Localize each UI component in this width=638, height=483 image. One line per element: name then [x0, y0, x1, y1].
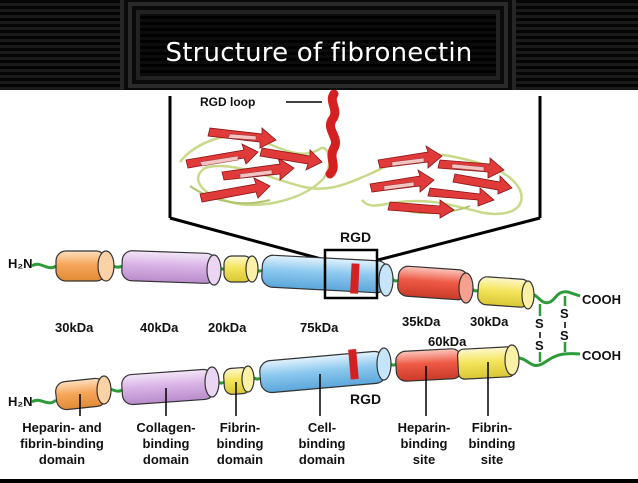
domain-2-line1: Collagen- [136, 420, 195, 435]
domain-4-line3: domain [299, 452, 345, 467]
domain-4-line2: binding [299, 436, 346, 451]
domain-3-line3: domain [217, 452, 263, 467]
mass-label-2: 40kDa [140, 320, 179, 335]
n-terminus-bottom: H₂N [8, 394, 33, 409]
segment-75kda-blue [261, 254, 394, 297]
bottom-segment-blue [259, 347, 392, 394]
domain-pointers [79, 362, 489, 416]
rgd-band-top [350, 263, 360, 294]
sulfur-1: S [535, 316, 544, 331]
segment-30kda-orange [55, 250, 115, 282]
sulfur-3: S [560, 306, 569, 321]
domain-2-line3: domain [143, 452, 189, 467]
domain-5-line2: binding [401, 436, 448, 451]
mass-label-1: 30kDa [55, 320, 94, 335]
rgd-label-bottom: RGD [350, 391, 381, 407]
top-strand: H₂N [8, 229, 621, 310]
rgd-loop-label: RGD loop [200, 95, 255, 109]
domain-5-line1: Heparin- [398, 420, 451, 435]
domain-3-line2: binding [217, 436, 264, 451]
segment-20kda-yellow [223, 255, 259, 283]
segment-40kda-violet [121, 250, 222, 286]
mass-label-5: 35kDa [402, 314, 441, 329]
bottom-segment-red-yellow [395, 344, 520, 382]
segment-35kda-red [397, 265, 474, 304]
domain-labels: Heparin- and fibrin-binding domain Colla… [20, 420, 515, 467]
rgd-highlight-box [323, 248, 379, 300]
bottom-segment-violet [121, 366, 220, 406]
domain-2-line2: binding [143, 436, 190, 451]
domain-3-line1: Fibrin- [220, 420, 260, 435]
c-terminus-bottom: COOH [582, 348, 621, 363]
domain-4-line1: Cell- [308, 420, 336, 435]
c-terminus-top: COOH [582, 292, 621, 307]
domain-1-line3: domain [39, 452, 85, 467]
rgd-label-top: RGD [340, 229, 371, 245]
rgd-band-bottom [348, 349, 359, 380]
domain-6-line2: binding [469, 436, 516, 451]
domain-6-line1: Fibrin- [472, 420, 512, 435]
bottom-segment-yellow [223, 365, 255, 395]
segment-30kda-yellow [477, 276, 535, 310]
n-terminus-top: H₂N [8, 256, 33, 271]
bottom-strand: H₂N [8, 344, 621, 411]
disulfide-bridges: S S S S [535, 296, 569, 362]
mass-labels: 30kDa 40kDa 20kDa 75kDa 35kDa 30kDa 60kD… [55, 314, 509, 349]
domain-1-line2: fibrin-binding [20, 436, 104, 451]
domain-6-line3: site [481, 452, 503, 467]
domain-5-line3: site [413, 452, 435, 467]
header-frame [140, 14, 496, 76]
mass-label-3: 20kDa [208, 320, 247, 335]
slide-title: Structure of fibronectin [165, 38, 473, 68]
sulfur-4: S [560, 328, 569, 343]
domain-1-line1: Heparin- and [22, 420, 102, 435]
bottom-segment-orange [55, 375, 112, 411]
mass-label-6: 30kDa [470, 314, 509, 329]
mass-label-60kda: 60kDa [428, 334, 467, 349]
mass-label-4: 75kDa [300, 320, 339, 335]
diagram-panel: RGD loop H₂N [0, 89, 638, 479]
ribbon-structure: RGD loop [168, 89, 542, 262]
sulfur-2: S [535, 338, 544, 353]
fibronectin-diagram: RGD loop H₂N [8, 89, 621, 467]
slide-header: Structure of fibronectin [0, 0, 638, 90]
